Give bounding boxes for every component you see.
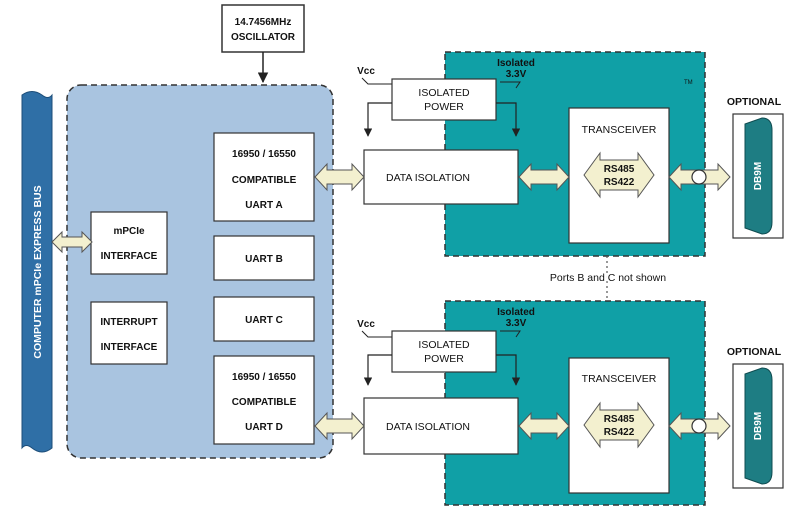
transceiver-top: TRANSCEIVER RS485 RS422 — [568, 107, 670, 244]
uart-c-label: UART C — [245, 315, 283, 326]
bus-label: COMPUTER mPCIe EXPRESS BUS — [32, 185, 44, 358]
isolated-power-line2-top: POWER — [424, 101, 464, 113]
db9m-label-bottom: DB9M — [753, 412, 764, 440]
rs485-label-top: RS485 — [604, 164, 635, 175]
rs485-label-bottom: RS485 — [604, 414, 635, 425]
data-isolation-label-top: DATA ISOLATION — [386, 172, 470, 184]
isolation-transceiver-arrow-bottom — [518, 411, 570, 441]
interrupt-interface-block: INTERRUPT INTERFACE — [90, 301, 168, 365]
optional-label-top: OPTIONAL — [727, 96, 782, 108]
uart-a-block: 16950 / 16550 COMPATIBLE UART A — [213, 132, 315, 222]
uart-b-block: UART B — [213, 235, 315, 281]
isolated-voltage-label-bottom: 3.3V — [506, 318, 527, 329]
rs-arrow-top — [583, 151, 655, 199]
interrupt-label: INTERRUPT — [100, 317, 157, 328]
ports-note: Ports B and C not shown — [550, 272, 666, 284]
oscillator-block: 14.7456MHz OSCILLATOR — [221, 4, 305, 84]
uart-d-compat-line2: COMPATIBLE — [232, 397, 297, 408]
rs-arrow-bottom — [583, 401, 655, 449]
isolated-voltage-top: Isolated 3.3V — [497, 58, 535, 89]
mpcie-interface-label: INTERFACE — [101, 251, 158, 262]
uart-d-compat-line1: 16950 / 16550 — [232, 372, 296, 383]
bus-mpcie-arrow — [51, 230, 93, 254]
data-isolation-top: DATA ISOLATION — [363, 149, 519, 205]
uart-c-block: UART C — [213, 296, 315, 342]
uart-d-isolation-arrow — [314, 411, 365, 441]
isolated-voltage-label-top: 3.3V — [506, 69, 527, 80]
isolated-power-top: ISOLATED POWER — [391, 78, 497, 121]
isolation-transceiver-arrow-top — [518, 162, 570, 192]
uart-d-block: 16950 / 16550 COMPATIBLE UART D — [213, 355, 315, 445]
vcc-top: Vcc — [357, 66, 392, 85]
db9m-connector-bottom: DB9M — [732, 363, 784, 489]
db9m-label-top: DB9M — [753, 162, 764, 190]
vcc-label-bottom: Vcc — [357, 319, 375, 330]
power-feed-right-top — [496, 102, 521, 137]
isolated-voltage-bottom: Isolated 3.3V — [497, 307, 535, 338]
uart-a-compat-line2: COMPATIBLE — [232, 175, 297, 186]
uart-a-isolation-arrow — [314, 162, 365, 192]
transceiver-bottom: TRANSCEIVER RS485 RS422 — [568, 357, 670, 494]
rs422-label-bottom: RS422 — [604, 427, 635, 438]
power-feed-left-bottom — [363, 354, 392, 386]
interrupt-interface-label: INTERFACE — [101, 342, 158, 353]
optional-label-bottom: OPTIONAL — [727, 346, 782, 358]
mpcie-label: mPCIe — [113, 226, 145, 237]
rs422-label-top: RS422 — [604, 177, 635, 188]
trademark-label: TM — [684, 80, 693, 86]
isolated-power-bottom: ISOLATED POWER — [391, 330, 497, 373]
computer-bus: COMPUTER mPCIe EXPRESS BUS — [21, 91, 53, 453]
vcc-bottom: Vcc — [357, 319, 392, 338]
uart-d-label: UART D — [245, 422, 283, 433]
uart-a-compat-line1: 16950 / 16550 — [232, 149, 296, 160]
uart-a-label: UART A — [245, 200, 282, 211]
power-feed-left-top — [363, 102, 392, 137]
data-isolation-bottom: DATA ISOLATION — [363, 397, 519, 455]
isolated-power-line1-top: ISOLATED — [418, 87, 470, 99]
ferrite-top — [691, 169, 707, 185]
isolated-power-line2-bottom: POWER — [424, 353, 464, 365]
transceiver-label-top: TRANSCEIVER — [582, 124, 657, 136]
mpcie-interface-block: mPCIe INTERFACE — [90, 211, 168, 275]
transceiver-label-bottom: TRANSCEIVER — [582, 373, 657, 385]
ferrite-bottom — [691, 418, 707, 434]
oscillator-frequency: 14.7456MHz — [235, 17, 292, 28]
vcc-label-top: Vcc — [357, 66, 375, 77]
uart-b-label: UART B — [245, 254, 283, 265]
oscillator-label: OSCILLATOR — [231, 32, 296, 43]
isolated-power-line1-bottom: ISOLATED — [418, 339, 470, 351]
data-isolation-label-bottom: DATA ISOLATION — [386, 421, 470, 433]
db9m-connector-top: DB9M — [732, 113, 784, 239]
isolated-label-top: Isolated — [497, 58, 535, 69]
isolated-label-bottom: Isolated — [497, 307, 535, 318]
power-feed-right-bottom — [496, 354, 521, 386]
